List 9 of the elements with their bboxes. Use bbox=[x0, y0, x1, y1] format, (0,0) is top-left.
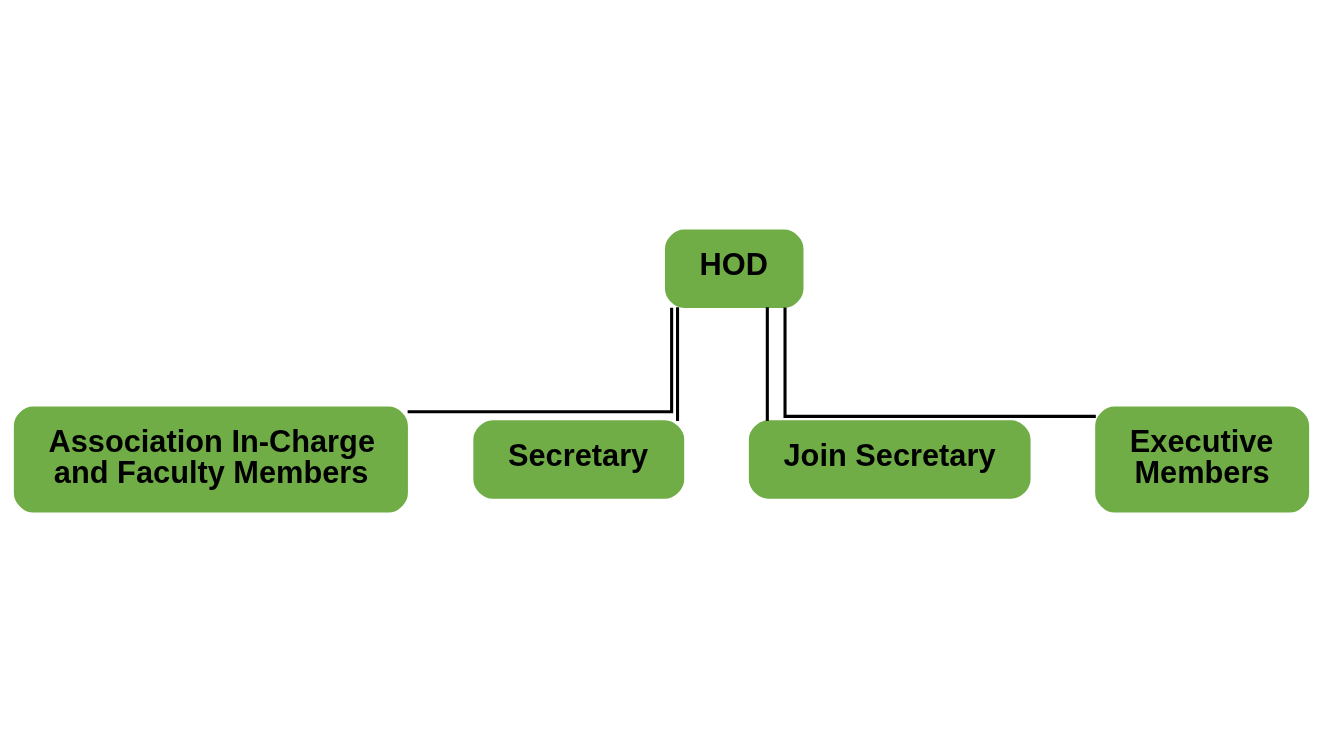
node-box: Executive Members bbox=[1095, 405, 1310, 513]
node-box: Secretary bbox=[473, 419, 685, 499]
node-box: HOD bbox=[664, 228, 804, 308]
connector bbox=[407, 307, 674, 413]
connector bbox=[676, 306, 680, 421]
node-box: Association In-Charge and Faculty Members bbox=[13, 405, 408, 513]
connector bbox=[765, 306, 769, 421]
node-box: Join Secretary bbox=[748, 419, 1031, 499]
connector bbox=[783, 306, 1096, 418]
